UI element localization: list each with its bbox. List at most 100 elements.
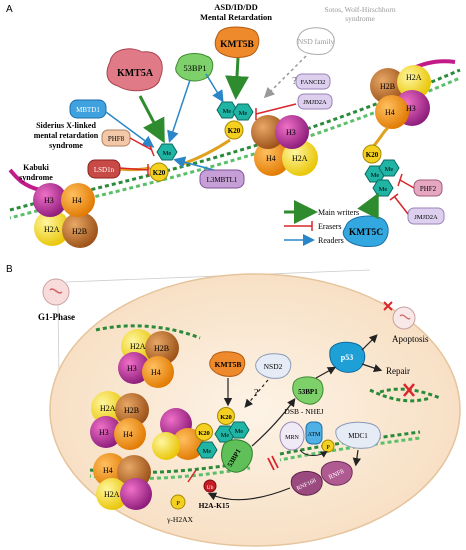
nucleosome-a-right: H2B H2A H3 H4 (370, 59, 456, 129)
legend-readers-label: Readers (318, 236, 344, 245)
histone-h3-label: H3 (286, 128, 296, 137)
nsd2-label: NSD2 (264, 362, 283, 371)
panel-a-label: A (6, 4, 13, 15)
reader-arrows-a (105, 73, 224, 171)
k20-label: K20 (228, 127, 241, 135)
me-label: Me (221, 432, 230, 439)
sotos-label-line2: syndrome (345, 14, 375, 23)
histone-h2b-label: H2B (154, 344, 169, 353)
53bp1-recruit-arrow (251, 398, 296, 447)
dsb-break-mark-right (267, 455, 279, 471)
histone-h2a-label: H2A (130, 342, 146, 351)
me-label: Me (385, 166, 394, 173)
writer-arrows-a (138, 57, 379, 220)
kmt5b-label: KMT5B (220, 40, 254, 50)
me-label: Me (223, 108, 232, 115)
atm-label: ATM (308, 432, 321, 438)
me-label: Me (379, 186, 388, 193)
g1-phase-label: G1-Phase (38, 312, 75, 322)
histone-h2a-label: H2A (406, 73, 422, 82)
nucleosome-b-bottom: H4 H2A (93, 453, 152, 510)
histone-h4-label: H4 (151, 368, 161, 377)
k20-site-right: K20 Me Me Me (362, 144, 400, 197)
kmt5b-label-b: KMT5B (215, 360, 242, 369)
jmjd2a-label-right: JMJD2A (414, 214, 438, 221)
dsb-nhej-label: DSB - NHEJ (284, 407, 323, 416)
mdc1-label: MDC1 (348, 432, 368, 440)
kmt5c-label: KMT5C (349, 228, 383, 238)
histone-h2a-label: H2A (44, 225, 60, 234)
kmt5a-label: KMT5A (117, 68, 154, 79)
p-label: P (326, 444, 330, 451)
atm-arrow (299, 449, 328, 458)
histone-h3-label: H3 (99, 428, 109, 437)
siderius-label-line1: Siderius X-linked (36, 121, 96, 130)
histone-h2a-label: H2A (104, 490, 120, 499)
legend-a: Main writers Erasers Readers (284, 200, 359, 246)
53bp1-blob-a: 53BP1 (175, 53, 214, 82)
k20-label: K20 (198, 430, 210, 437)
k20-label: K20 (366, 151, 379, 159)
k20-label: K20 (153, 169, 166, 177)
rnf168-ub-arrow (207, 487, 291, 501)
legend-erasers-label: Erasers (318, 222, 342, 231)
p53-arrow (315, 366, 337, 379)
histone-h2a-label: H2A (292, 154, 308, 163)
kmt5b-blob-b: KMT5B (209, 351, 246, 377)
panel-b-label: B (6, 264, 13, 275)
me-label: Me (163, 150, 172, 157)
l3mbtl1-label: L3MBTL1 (207, 176, 238, 184)
mdc1-blob: MDC1 (335, 421, 381, 449)
kmt5c-blob: KMT5C (342, 215, 389, 247)
h2a-k15-label: H2A-K15 (199, 501, 230, 510)
p-label: P (176, 500, 180, 507)
repaired-dna-icon (379, 383, 441, 400)
lsd1n-blob: LSD1n (87, 159, 121, 179)
siderius-label-line2: mental retardation (34, 131, 99, 140)
histone-h3-label: H3 (127, 364, 137, 373)
histone-h4-label: H4 (123, 430, 133, 439)
phf2-label: PHF2 (420, 185, 437, 193)
ub-label: Ub (207, 485, 214, 491)
phf8-blob: PHF8 (101, 129, 131, 147)
sotos-label-line1: Sotos, Wolf-Hirschhorn (324, 5, 396, 14)
apoptosis-arrow (361, 334, 378, 351)
histone-h4-label: H4 (103, 466, 113, 475)
nucleosome-a-center: H3 H4 H2A (251, 115, 318, 176)
jmjd2a-blob-top: JMJD2A (297, 93, 333, 110)
p53-label: p53 (341, 353, 353, 362)
nsd-family-blob: NSD family (296, 27, 335, 55)
eraser-lines-a (119, 103, 415, 215)
disease-mr-label: Mental Retardation (200, 12, 272, 22)
k20-label: K20 (220, 414, 232, 421)
53bp1-blob-b-center: 53BP1 (221, 439, 253, 473)
phf8-label: PHF8 (108, 135, 125, 143)
me-label: Me (371, 172, 380, 179)
histone-h3-label: H3 (44, 196, 54, 205)
fancd2-blob: FANCD2 (295, 73, 331, 90)
dsb-break-mark (187, 469, 197, 483)
fancd2-label: FANCD2 (301, 79, 326, 86)
rnf8-blob: RNF8 (320, 461, 353, 486)
lsd1n-label: LSD1n (94, 166, 115, 174)
disease-asd-label: ASD/ID/DD (214, 2, 257, 12)
53bp1-label-b-top: 53BP1 (298, 388, 318, 396)
53bp1-label: 53BP1 (183, 63, 206, 73)
rnf168-blob: RNF168 (290, 471, 323, 496)
mbtd1-blob: MBTD1 (69, 99, 107, 119)
question-mark-b: ? (254, 388, 259, 399)
phospho-mark-atm: P (321, 439, 335, 453)
repair-label: Repair (386, 366, 410, 376)
question-mark: ? (292, 75, 297, 87)
apoptosis-cell-icon: Apoptosis (383, 301, 429, 344)
mdc1-arrow (352, 449, 362, 467)
phf2-blob: PHF2 (413, 179, 443, 197)
histone-h2b-label: H2B (72, 227, 87, 236)
mrn-blob: MRN (279, 421, 305, 451)
l3mbtl1-blob: L3MBTL1 (199, 169, 245, 189)
kmt5a-blob: KMT5A (106, 48, 163, 92)
ubiquitin-mark: Ub (203, 479, 217, 493)
nucleosome-a-left: H3 H4 H2A H2B (8, 168, 98, 248)
histone-h2b-label: H2B (124, 406, 139, 415)
